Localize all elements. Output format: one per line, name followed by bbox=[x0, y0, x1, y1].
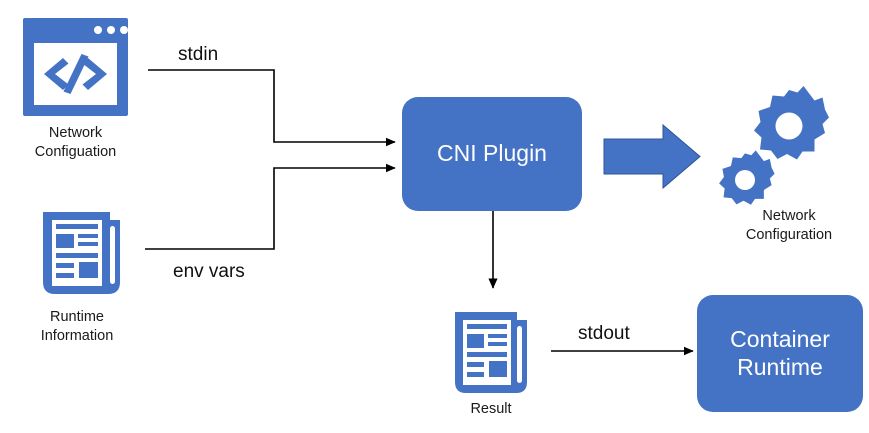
edge-label-stdout: stdout bbox=[578, 323, 630, 344]
gears-icon bbox=[719, 86, 829, 205]
gear-large-icon bbox=[754, 86, 829, 160]
gear-small-icon bbox=[719, 150, 775, 205]
cni-plugin-box-shape bbox=[402, 97, 582, 211]
edge-label-env-vars: env vars bbox=[173, 261, 245, 282]
container-runtime-box-shape bbox=[697, 295, 863, 412]
edge-label-stdin: stdin bbox=[178, 44, 219, 65]
newspaper-icon-result bbox=[455, 312, 527, 393]
block-arrow-plugin-output bbox=[603, 123, 701, 190]
connector-env-vars bbox=[145, 163, 396, 250]
connector-stdin bbox=[148, 69, 396, 147]
code-window-icon bbox=[23, 18, 128, 116]
newspaper-icon-runtime bbox=[43, 212, 120, 294]
